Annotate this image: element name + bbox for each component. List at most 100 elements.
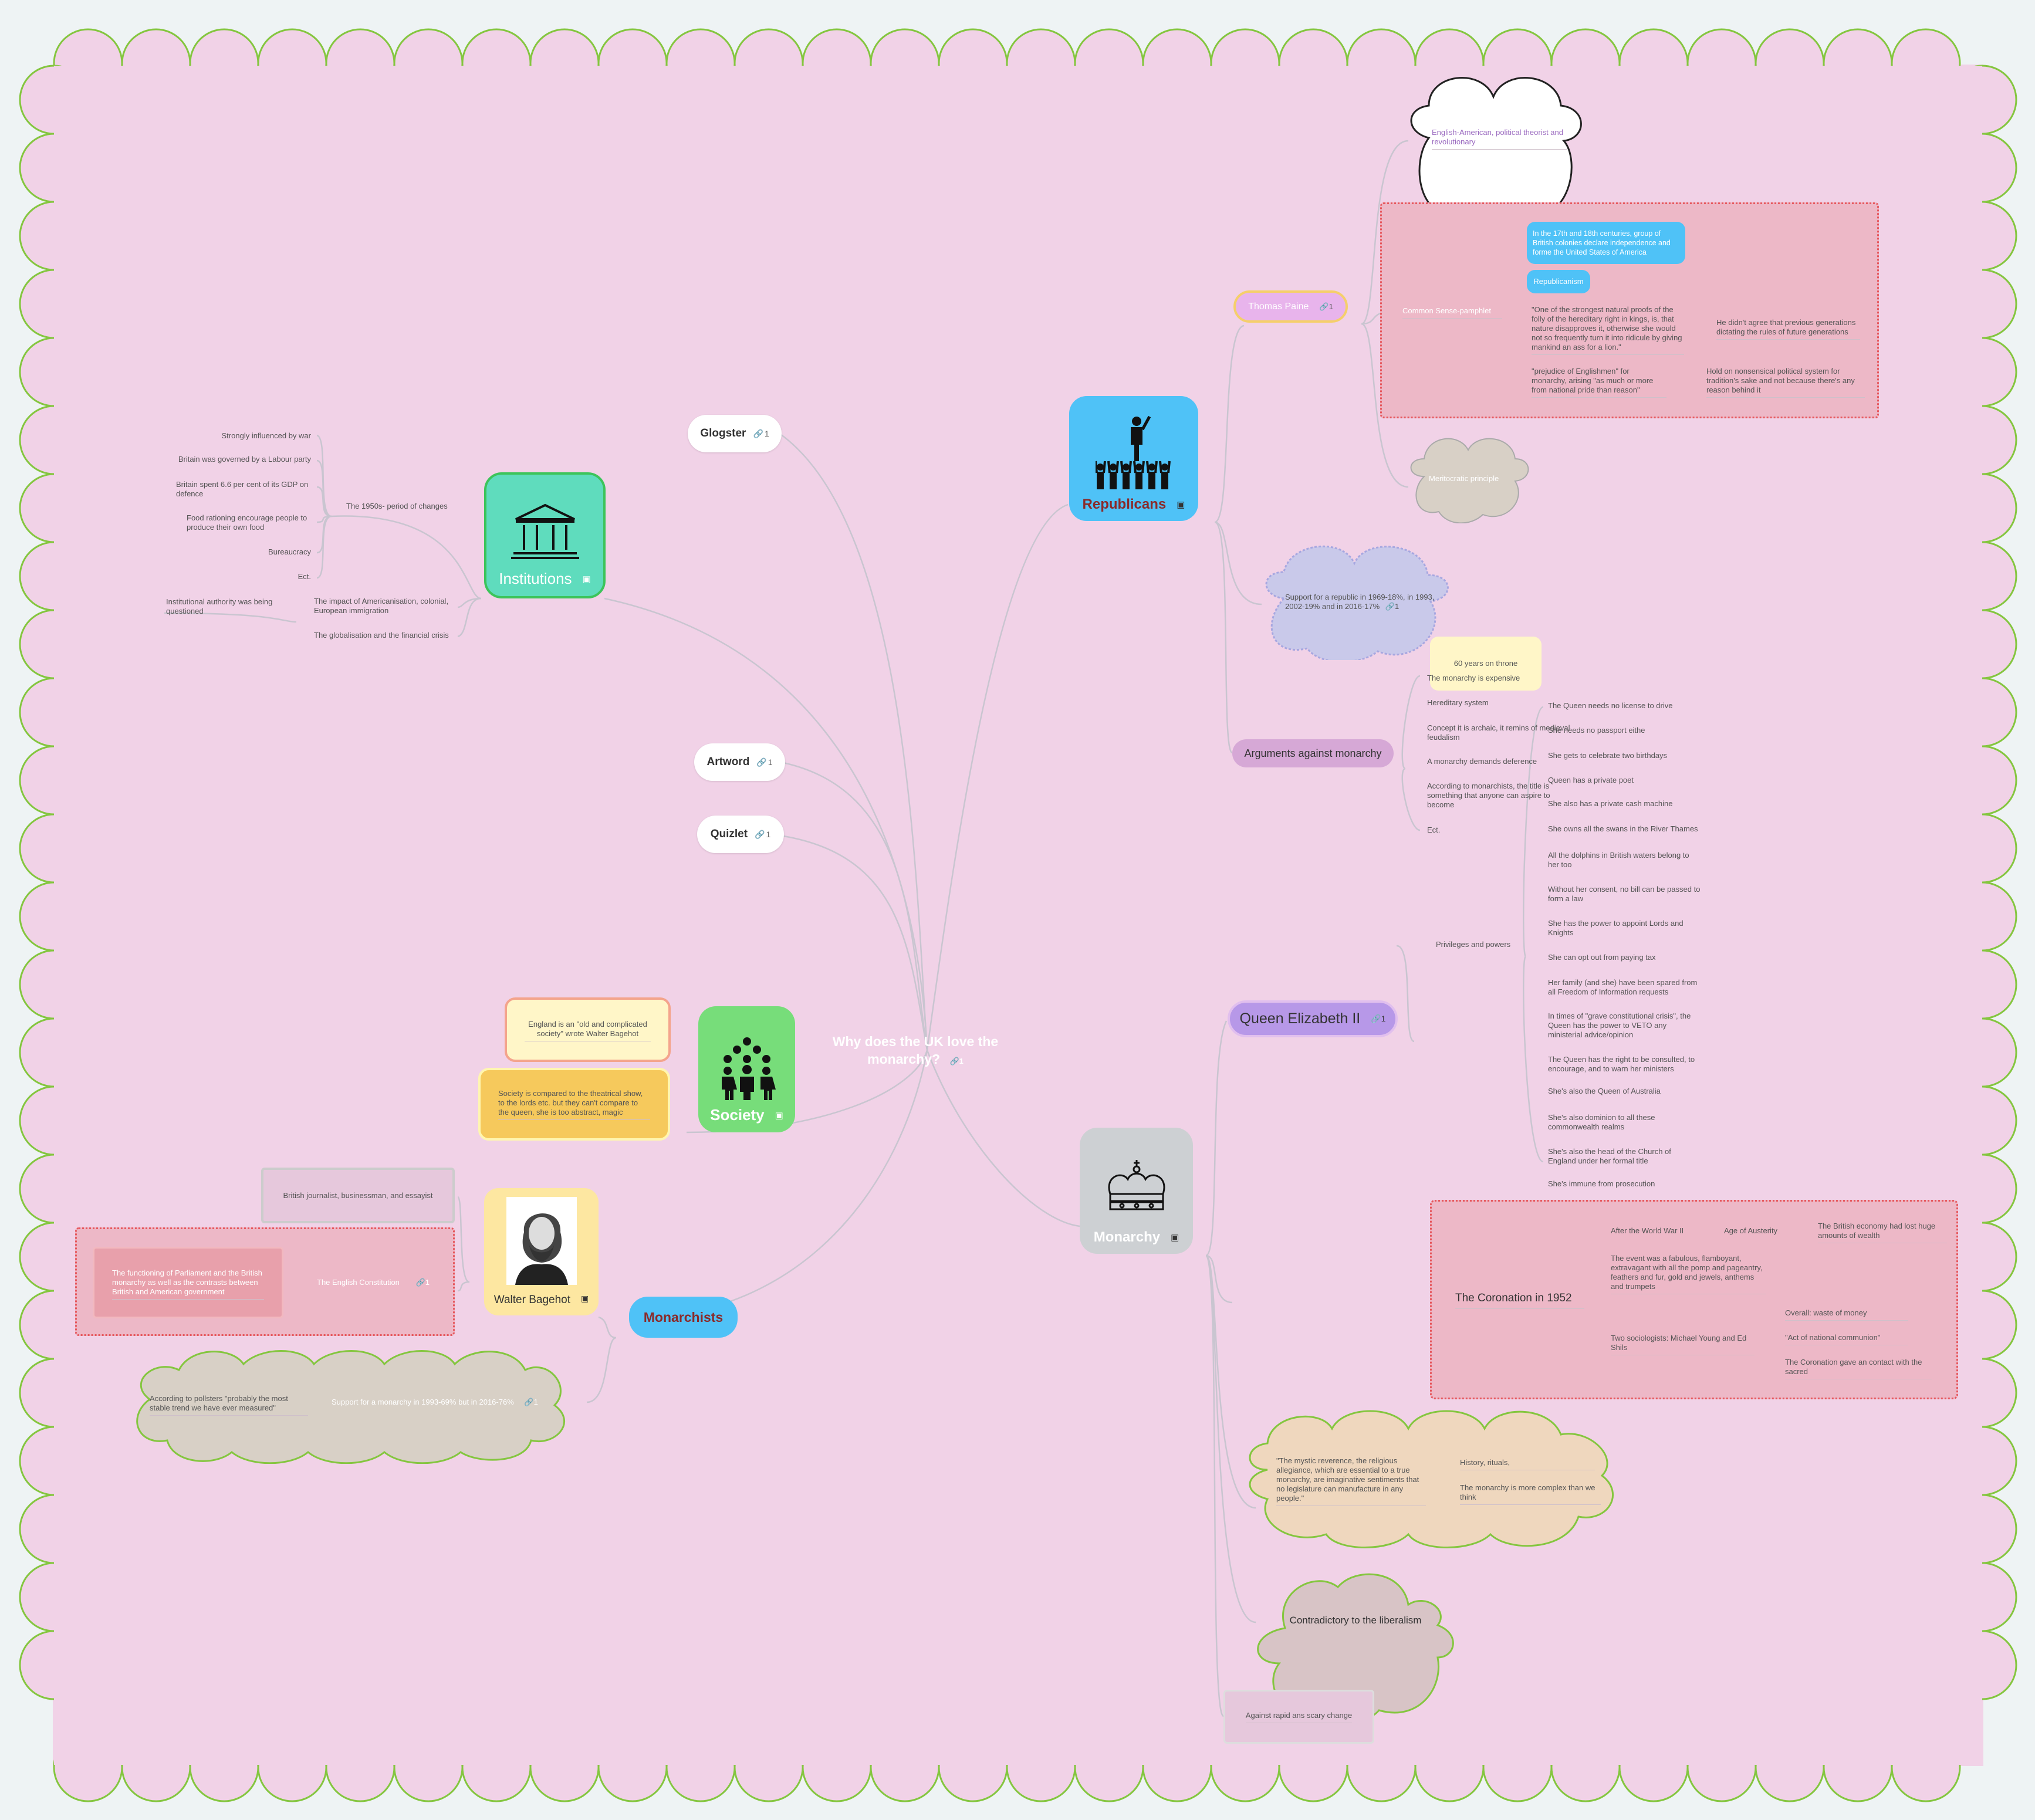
institutions-impact: The impact of Americanisation, colonial,…: [314, 597, 449, 615]
artword-link-count: 1: [768, 757, 773, 767]
privilege-item: She owns all the swans in the River Tham…: [1548, 824, 1698, 833]
privilege-item: She's immune from prosecution: [1548, 1179, 1655, 1188]
paine-node[interactable]: Thomas Paine 🔗1: [1233, 290, 1348, 323]
nonsensical-text: Hold on nonsensical political system for…: [1706, 367, 1865, 398]
institutions-item: Food rationing encourage people to produ…: [187, 513, 307, 532]
colonies-box[interactable]: In the 17th and 18th centuries, group of…: [1527, 222, 1685, 264]
monarchy-topic[interactable]: Monarchy▣: [1080, 1128, 1193, 1254]
complex-text: The monarchy is more complex than we thi…: [1460, 1483, 1601, 1505]
monarchists-topic[interactable]: Monarchists: [629, 1297, 738, 1338]
after-war-text: After the World War II: [1611, 1226, 1684, 1235]
common-sense-label: Common Sense-pamphlet: [1402, 306, 1502, 319]
sacred-text: The Coronation gave an contact with the …: [1785, 1358, 1932, 1379]
republicanism-label: Republicanism: [1533, 277, 1584, 286]
link-icon: 🔗: [949, 1057, 959, 1065]
image-icon: ▣: [775, 1110, 783, 1121]
republic-support-text: Support for a republic in 1969-18%, in 1…: [1285, 593, 1435, 611]
arguments-node[interactable]: Arguments against monarchy: [1232, 739, 1394, 767]
privilege-item: Queen has a private poet: [1548, 776, 1634, 784]
institutions-item: Bureaucracy: [268, 547, 311, 556]
society-topic[interactable]: Society▣: [698, 1006, 795, 1132]
argument-item: Ect.: [1427, 826, 1441, 834]
contradictory-cloud: [1257, 1573, 1454, 1722]
privilege-item: She's also dominion to all these commonw…: [1548, 1113, 1655, 1131]
generations-text: He didn't agree that previous generation…: [1716, 318, 1860, 340]
against-change-box[interactable]: Against rapid ans scary change: [1223, 1690, 1374, 1744]
coronation-label: The Coronation in 1952: [1455, 1292, 1584, 1309]
support-monarchy-text: Support for a monarchy in 1993-69% but i…: [332, 1398, 514, 1406]
link-icon: 🔗1: [1319, 302, 1333, 311]
orator-crowd-icon: [1096, 415, 1171, 489]
republicans-topic[interactable]: Republicans▣: [1069, 396, 1198, 521]
privilege-item: She gets to celebrate two birthdays: [1548, 751, 1668, 760]
institutions-item: Britain spent 6.6 per cent of its GDP on…: [176, 480, 309, 498]
queen-link-count: 1: [1381, 1014, 1386, 1023]
constitution-functioning: The functioning of Parliament and the Br…: [112, 1268, 264, 1300]
privilege-item: The Queen needs no license to drive: [1548, 701, 1673, 710]
colonies-text: In the 17th and 18th centuries, group of…: [1533, 229, 1671, 256]
against-change-text: Against rapid ans scary change: [1245, 1711, 1353, 1723]
quizlet-link-count: 1: [766, 830, 771, 839]
republicanism-box[interactable]: Republicanism: [1527, 270, 1590, 293]
society-note-1-text: England is an "old and complicated socie…: [525, 1020, 651, 1041]
republic-support-cloud: [1265, 545, 1449, 660]
glogster-label: Glogster: [700, 427, 746, 439]
journalist-box[interactable]: British journalist, businessman, and ess…: [261, 1168, 455, 1223]
event-text: The event was a fabulous, flamboyant, ex…: [1611, 1254, 1766, 1294]
bagehot-label: Walter Bagehot: [493, 1294, 571, 1306]
society-note-1[interactable]: England is an "old and complicated socie…: [505, 997, 671, 1062]
privilege-item: Her family (and she) have been spared fr…: [1548, 978, 1698, 996]
mystic-quote: "The mystic reverence, the religious all…: [1276, 1456, 1426, 1506]
link-icon: 🔗: [524, 1398, 534, 1406]
support-monarchy[interactable]: Support for a monarchy in 1993-69% but i…: [332, 1398, 543, 1407]
central-link-count: 1: [959, 1057, 964, 1065]
republic-support[interactable]: Support for a republic in 1969-18%, in 1…: [1285, 593, 1444, 611]
pollsters-text: According to pollsters "probably the mos…: [150, 1394, 308, 1416]
sixty-years-text: 60 years on throne: [1453, 659, 1518, 668]
arguments-label: Arguments against monarchy: [1244, 747, 1382, 759]
sixty-years-box[interactable]: 60 years on throne: [1430, 637, 1542, 691]
central-topic[interactable]: Why does the UK love the monarchy? 🔗1: [816, 1033, 1015, 1074]
privilege-item: She needs no passport eithe: [1548, 726, 1645, 735]
queen-node[interactable]: Queen Elizabeth II 🔗1: [1228, 1000, 1398, 1037]
journalist-text: British journalist, businessman, and ess…: [283, 1190, 433, 1200]
privilege-item: Without her consent, no bill can be pass…: [1548, 885, 1701, 903]
communion-text: "Act of national communion": [1785, 1333, 1908, 1345]
artword-link[interactable]: Artword 🔗1: [694, 743, 785, 781]
link-icon: 🔗: [755, 829, 765, 839]
waste-text: Overall: waste of money: [1785, 1308, 1908, 1321]
constitution-title: The English Constitution: [317, 1278, 400, 1287]
quizlet-link[interactable]: Quizlet 🔗1: [697, 816, 784, 853]
image-icon: ▣: [582, 574, 591, 584]
quizlet-label: Quizlet: [710, 828, 748, 840]
privilege-item: In times of "grave constitutional crisis…: [1548, 1012, 1691, 1039]
argument-item: According to monarchists, the title is s…: [1427, 782, 1550, 809]
paine-link-count: 1: [1329, 302, 1333, 311]
privileges-label: Privileges and powers: [1436, 940, 1511, 949]
institutions-globalisation: The globalisation and the financial cris…: [314, 631, 449, 640]
argument-item: Hereditary system: [1427, 698, 1489, 707]
crown-icon: [1108, 1160, 1165, 1210]
institutions-topic[interactable]: Institutions▣: [484, 472, 606, 598]
monarchy-label: Monarchy: [1093, 1229, 1161, 1245]
bagehot-node[interactable]: Walter Bagehot ▣: [484, 1188, 599, 1315]
sociologists-text: Two sociologists: Michael Young and Ed S…: [1611, 1334, 1755, 1355]
glogster-link[interactable]: Glogster 🔗1: [688, 415, 782, 452]
image-icon: ▣: [581, 1294, 589, 1303]
constitution-label[interactable]: The English Constitution 🔗1: [317, 1278, 446, 1287]
support-monarchy-link-count: 1: [533, 1398, 538, 1406]
institutions-item: Strongly influenced by war: [221, 431, 311, 440]
central-topic-title: Why does the UK love the monarchy?: [832, 1034, 999, 1067]
institutions-changes: The 1950s- period of changes: [346, 502, 448, 510]
constitution-box[interactable]: The functioning of Parliament and the Br…: [93, 1247, 283, 1318]
society-note-2[interactable]: Society is compared to the theatrical sh…: [478, 1068, 670, 1141]
bagehot-portrait-icon: [506, 1197, 577, 1285]
institutions-item: Britain was governed by a Labour party: [178, 455, 311, 464]
privilege-item: She's also the head of the Church of Eng…: [1548, 1147, 1671, 1165]
link-icon: 🔗: [1385, 602, 1395, 611]
constitution-link-count: 1: [425, 1278, 430, 1287]
institutions-authority: Institutional authority was being questi…: [166, 597, 273, 615]
paine-label: Thomas Paine: [1248, 301, 1309, 312]
privilege-item: The Queen has the right to be consulted,…: [1548, 1055, 1695, 1073]
